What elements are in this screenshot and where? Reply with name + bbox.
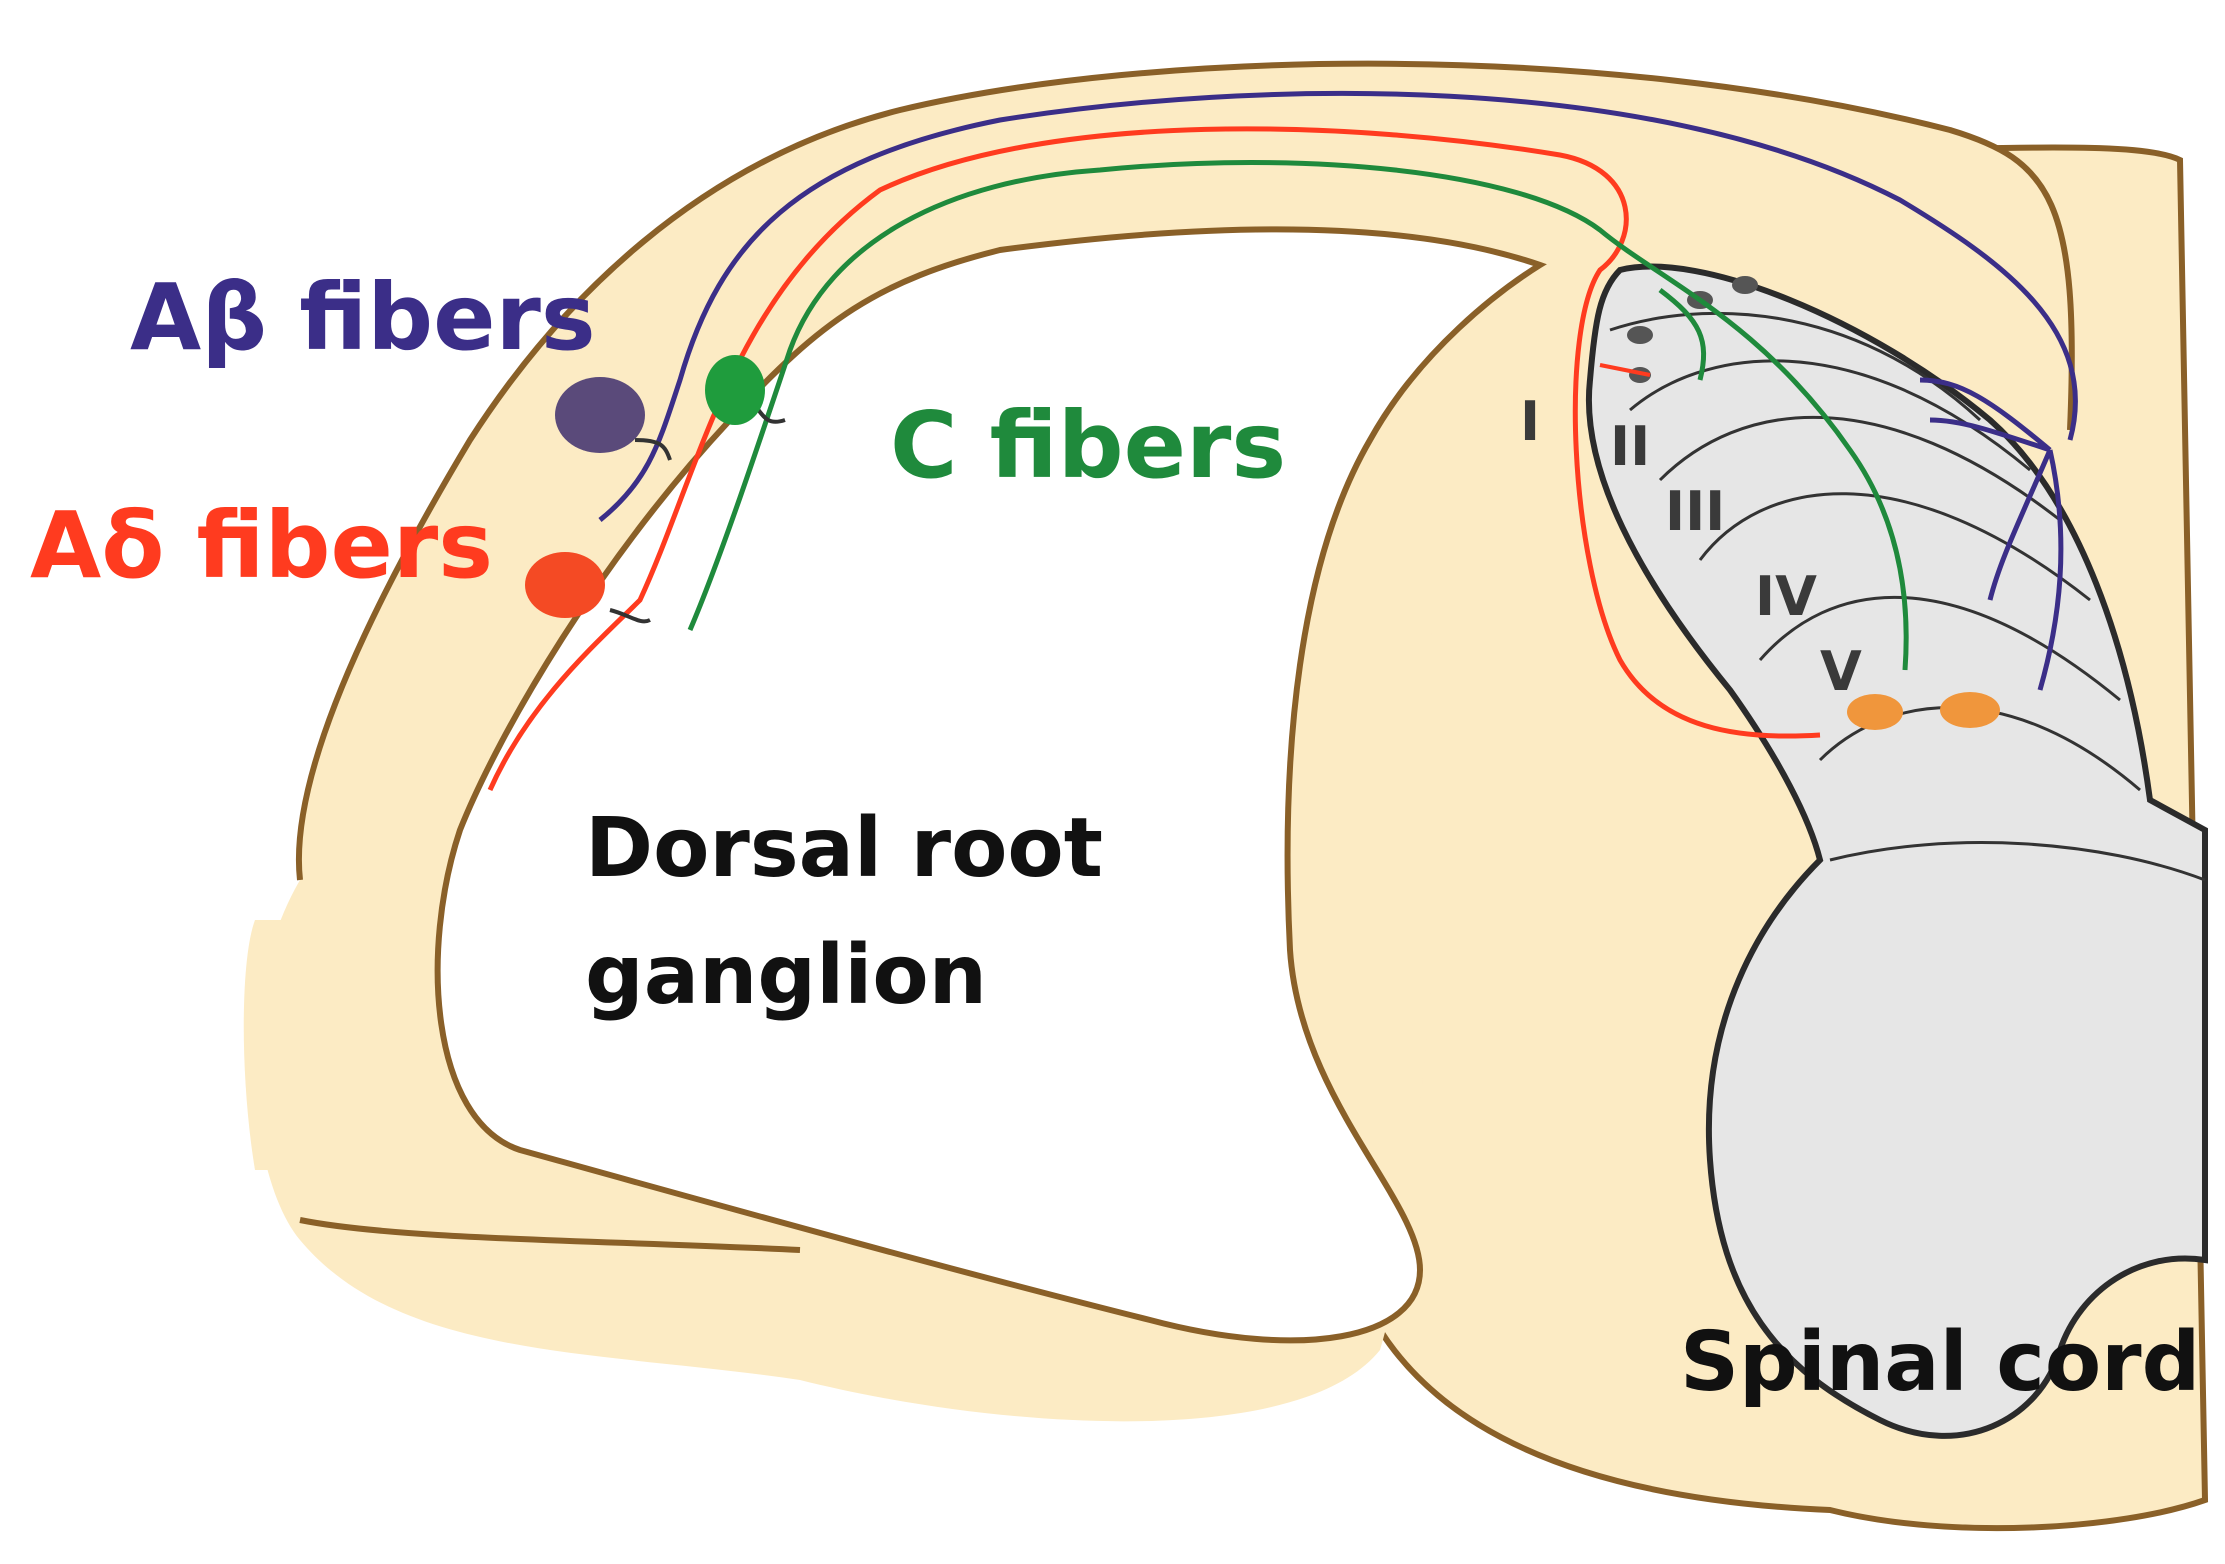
lamina-label-iv: IV	[1755, 565, 1817, 628]
lamina-label-i: I	[1520, 390, 1540, 453]
lamina-v-neuron-left	[1847, 694, 1903, 730]
ventral-root-stub	[243, 920, 300, 1170]
ad-fibers-label: Aδ fibers	[30, 492, 494, 599]
ab-fiber-branches	[1919, 377, 2064, 691]
ad-fiber-lamina-i-branch	[1599, 363, 1651, 377]
ad-soma-stalk	[609, 608, 651, 624]
ab-fiber-soma	[555, 377, 645, 453]
lamina-label-ii: II	[1610, 415, 1650, 478]
ab-soma-stalk	[634, 438, 672, 461]
ab-fibers-label: Aβ fibers	[130, 264, 596, 371]
ab-fiber-axon	[598, 90, 2078, 522]
lamina-label-v: V	[1820, 640, 1862, 703]
ganglion-bottom-outline	[299, 1217, 801, 1253]
ad-fiber-axon	[487, 126, 1821, 792]
dorsal-horn-grey-matter	[1585, 263, 2208, 1439]
spinal-cord-label: Spinal cord	[1680, 1315, 2201, 1410]
ad-fiber-soma	[525, 552, 605, 618]
dorsal-root-ganglion-label-line2: ganglion	[585, 928, 988, 1023]
dorsal-root-ganglion-label-line1: Dorsal root	[585, 801, 1103, 896]
c-fiber-superficial-branch	[1658, 288, 1707, 381]
dorsal-root-outer-outline	[295, 60, 2075, 881]
lamina-label-iii: III	[1665, 480, 1725, 543]
c-fiber-soma	[705, 355, 765, 425]
c-fibers-label: C fibers	[890, 392, 1287, 499]
ganglion-inner-space	[434, 226, 1547, 1344]
lamina-v-neuron-right	[1940, 692, 2000, 728]
c-fiber-axon	[687, 160, 1909, 671]
